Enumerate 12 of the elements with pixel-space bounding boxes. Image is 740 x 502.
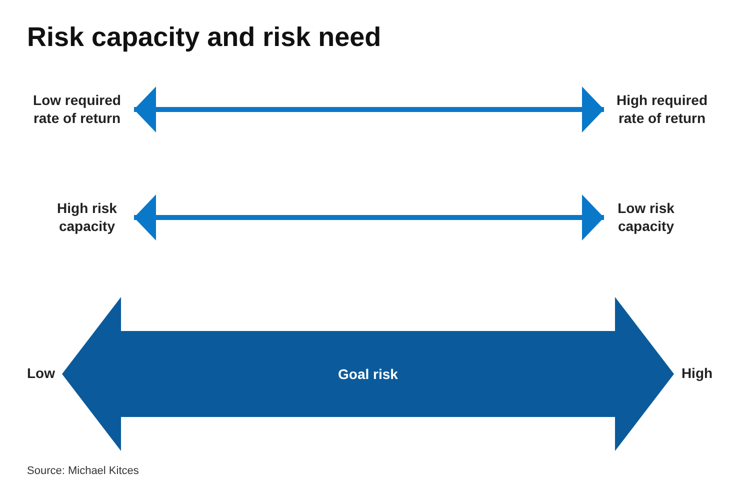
end-label: Low required rate of return [22, 92, 132, 127]
end-label: Low [22, 365, 60, 382]
source-note: Source: Michael Kitces [27, 465, 139, 477]
double-arrow [62, 297, 674, 451]
end-label: High [676, 365, 718, 382]
end-label: High required rate of return [606, 92, 718, 127]
double-arrow [134, 194, 604, 240]
end-label: High risk capacity [42, 200, 132, 235]
end-label: Low risk capacity [606, 200, 686, 235]
edge-label: Goal risk [338, 366, 398, 382]
double-arrow [134, 86, 604, 132]
chart-title: Risk capacity and risk need [27, 22, 382, 53]
